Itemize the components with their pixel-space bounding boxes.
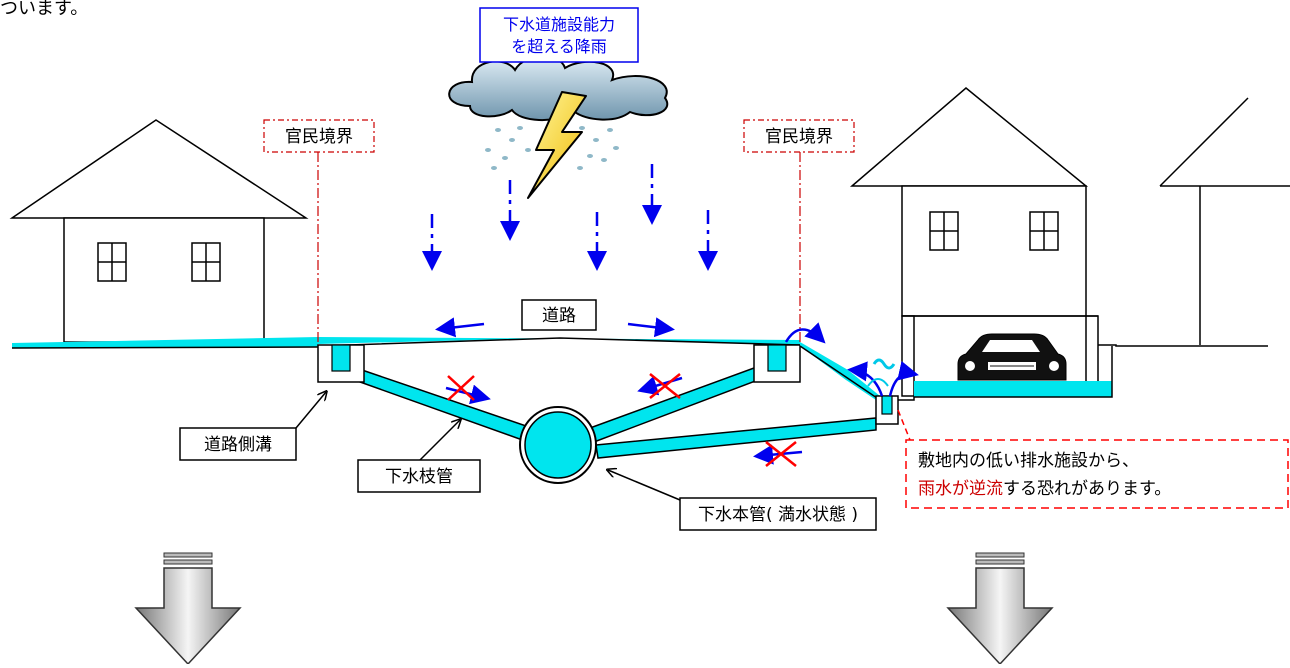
overflow-arrows	[784, 322, 919, 397]
gutter-callout: 道路側溝	[179, 392, 326, 461]
window-icon	[97, 242, 127, 282]
neighbor-house	[1098, 97, 1290, 347]
branch-pipe-callout: 下水枝管	[357, 420, 481, 493]
window-icon	[191, 242, 221, 282]
svg-text:道路: 道路	[542, 306, 576, 326]
lightning-icon	[527, 91, 587, 199]
road-label: 道路	[521, 299, 597, 331]
window-icon	[1029, 211, 1059, 251]
down-arrow-icon	[134, 552, 242, 666]
warning-line1: 敷地内の低い排水施設から、	[918, 451, 1139, 471]
rain-label: 下水道施設能力 を超える降雨	[479, 7, 639, 63]
right-house	[849, 87, 1099, 397]
blocked-flow-marks	[445, 373, 803, 467]
main-pipe-callout: 下水本管( 満水状態 )	[608, 470, 877, 531]
left-house	[9, 119, 309, 343]
storm-cloud-icon	[448, 55, 669, 170]
header-fragment: ついます。	[0, 0, 88, 19]
boundary-label-right: 官民境界	[743, 119, 855, 153]
down-arrow-icon	[946, 552, 1054, 666]
main-sewer-pipe	[519, 406, 597, 484]
svg-text:下水枝管: 下水枝管	[385, 467, 453, 487]
svg-text:道路側溝: 道路側溝	[204, 435, 272, 455]
ground-surface	[11, 337, 801, 349]
road-gutter-right	[753, 344, 801, 383]
svg-text:を超える降雨: を超える降雨	[511, 37, 607, 56]
warning-callout: 敷地内の低い排水施設から、 雨水が逆流する恐れがあります。	[897, 409, 1289, 509]
svg-text:官民境界: 官民境界	[285, 127, 353, 147]
road-gutter-left	[317, 344, 365, 383]
svg-text:官民境界: 官民境界	[765, 127, 833, 147]
boundary-label-left: 官民境界	[263, 119, 375, 153]
svg-text:下水本管( 満水状態 ): 下水本管( 満水状態 )	[698, 505, 858, 525]
window-icon	[929, 211, 959, 251]
rain-arrows	[422, 164, 718, 271]
svg-text:下水道施設能力: 下水道施設能力	[503, 15, 615, 34]
car-icon	[957, 333, 1067, 381]
sewer-pipes	[317, 344, 877, 484]
surface-flow-arrows	[435, 317, 675, 338]
warning-line2: 雨水が逆流する恐れがあります。	[918, 479, 1171, 499]
garage-floor	[799, 342, 1113, 425]
